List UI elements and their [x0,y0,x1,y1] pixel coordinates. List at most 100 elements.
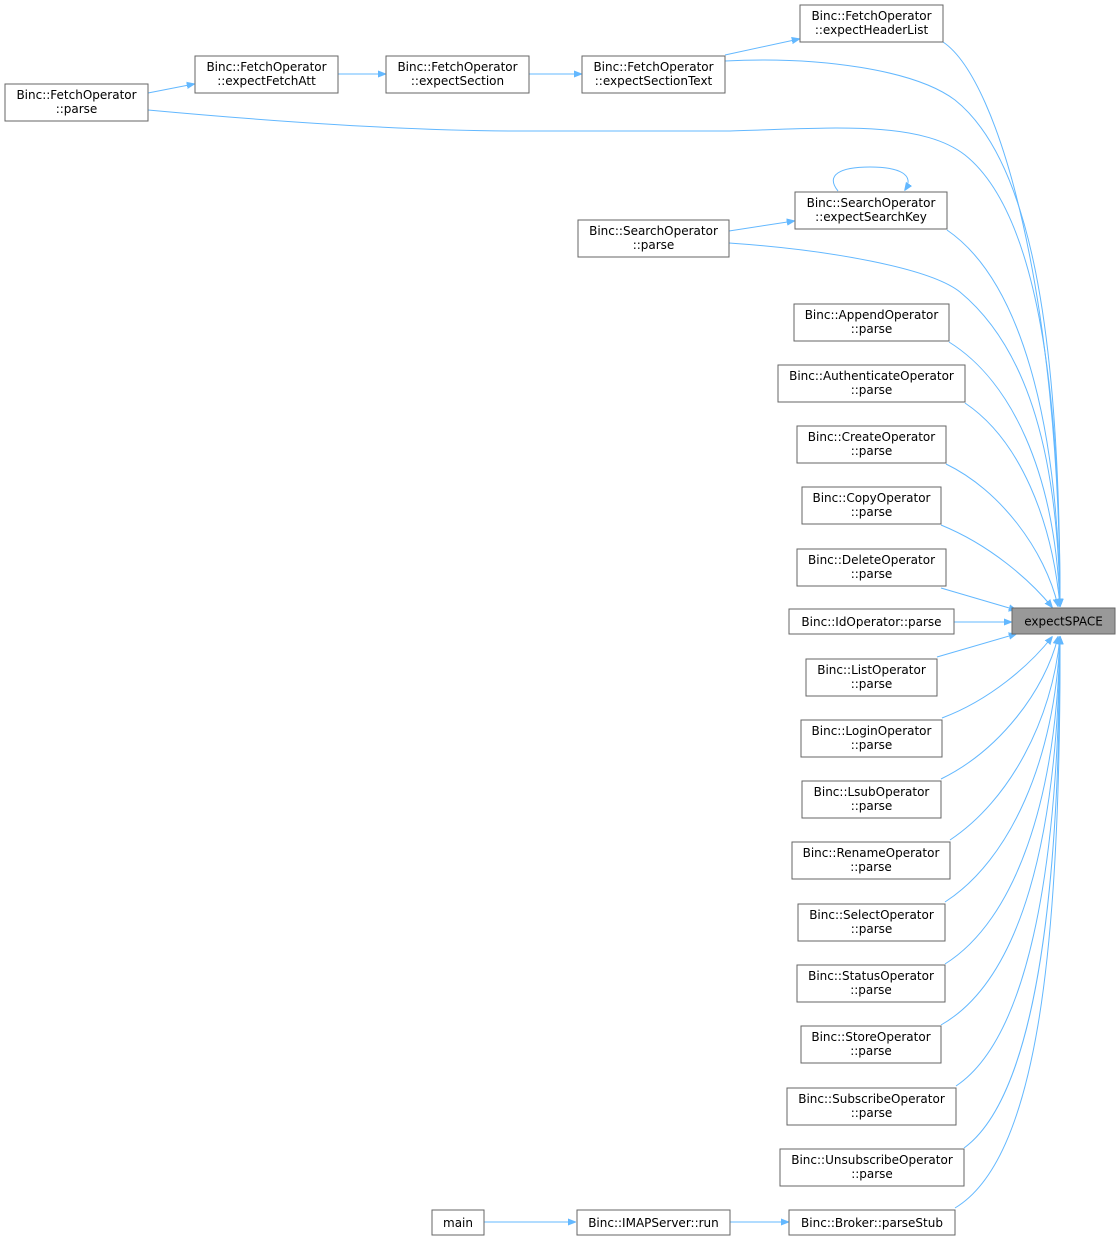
node-unsubscribe-parse[interactable]: Binc::UnsubscribeOperator ::parse [779,1148,965,1187]
node-lsub-parse[interactable]: Binc::LsubOperator ::parse [801,780,942,819]
node-label-line-1: Binc::LsubOperator [814,785,930,799]
nodes: expectSPACE Binc::FetchOperator ::expect… [4,4,1116,1236]
node-main[interactable]: main [431,1209,485,1236]
node-label-line-2: ::expectFetchAtt [217,74,316,88]
node-label-line-2: ::expectSearchKey [815,210,927,224]
node-label-line-1: Binc::LoginOperator [812,724,932,738]
node-label-line-2: ::parse [850,1044,892,1058]
node-label-line-1: Binc::CreateOperator [808,430,936,444]
node-label-line-1: Binc::SearchOperator [807,196,936,210]
node-subscribe-parse[interactable]: Binc::SubscribeOperator ::parse [786,1087,957,1126]
node-status-parse[interactable]: Binc::StatusOperator ::parse [796,964,946,1003]
node-label-line-1: Binc::FetchOperator [811,9,931,23]
node-delete-parse[interactable]: Binc::DeleteOperator ::parse [796,548,947,587]
node-label-line-1: Binc::AuthenticateOperator [789,369,954,383]
edge-select-parse-to-expectspace [944,637,1060,903]
edge-search-parse-to-search-key [728,221,794,232]
edge-login-parse-to-expectspace [941,637,1052,719]
node-store-parse[interactable]: Binc::StoreOperator ::parse [800,1025,942,1064]
node-label-line-1: Binc::CopyOperator [812,491,930,505]
node-list-parse[interactable]: Binc::ListOperator ::parse [805,658,938,697]
node-label: main [443,1216,473,1230]
node-label-line-1: Binc::StatusOperator [808,969,934,983]
edge-create-parse-to-expectspace [945,463,1058,606]
node-imapserver-run[interactable]: Binc::IMAPServer::run [576,1209,731,1236]
node-copy-parse[interactable]: Binc::CopyOperator ::parse [801,486,942,525]
node-fetch-expectfetchatt[interactable]: Binc::FetchOperator ::expectFetchAtt [194,55,339,94]
node-broker-parsestub[interactable]: Binc::Broker::parseStub [788,1209,956,1236]
node-expectspace[interactable]: expectSPACE [1011,607,1116,635]
edge-fetch-headerlist-to-expectspace [942,41,1060,606]
edge-delete-parse-to-expectspace [940,587,1016,610]
edge-fetch-sectiontext-to-expectspace [724,59,1060,606]
node-label-line-2: ::parse [851,505,893,519]
node-label-line-2: ::expectSectionText [595,74,713,88]
node-label-line-2: ::expectHeaderList [815,23,929,37]
edge-lsub-parse-to-expectspace [940,637,1058,780]
node-label-line-2: ::expectSection [411,74,504,88]
node-label-line-1: Binc::SearchOperator [589,224,718,238]
edge-subscribe-parse-to-expectspace [955,637,1060,1087]
node-label-line-2: ::parse [851,677,893,691]
edge-unsubscribe-parse-to-expectspace [963,637,1060,1149]
node-label-line-2: ::parse [850,983,892,997]
edge-auth-parse-to-expectspace [964,402,1060,606]
node-label-line-2: ::parse [851,322,893,336]
node-create-parse[interactable]: Binc::CreateOperator ::parse [796,425,947,464]
node-label-line-1: Binc::FetchOperator [16,88,136,102]
edge-status-parse-to-expectspace [944,637,1060,965]
node-label: Binc::IdOperator::parse [801,615,941,629]
edge-search-key-to-expectspace [946,229,1060,606]
node-select-parse[interactable]: Binc::SelectOperator ::parse [797,903,946,942]
node-id-parse[interactable]: Binc::IdOperator::parse [788,608,955,635]
edge-fetch-parse-to-fetchatt [147,84,194,94]
node-label-line-1: Binc::ListOperator [817,663,926,677]
node-authenticate-parse[interactable]: Binc::AuthenticateOperator ::parse [777,364,966,403]
node-label-line-2: ::parse [851,1167,893,1181]
node-label-line-2: ::parse [851,567,893,581]
node-label-line-2: ::parse [851,922,893,936]
edge-copy-parse-to-expectspace [940,524,1052,607]
edge-broker-parsestub-to-expectspace [954,637,1060,1209]
node-label: Binc::IMAPServer::run [588,1216,719,1230]
node-label: expectSPACE [1024,615,1103,629]
node-fetch-expectsectiontext[interactable]: Binc::FetchOperator ::expectSectionText [581,55,726,94]
node-label-line-2: ::parse [851,1106,893,1120]
node-label-line-2: ::parse [850,860,892,874]
node-label-line-2: ::parse [633,238,675,252]
node-label-line-1: Binc::DeleteOperator [808,553,935,567]
node-label-line-1: Binc::AppendOperator [805,308,939,322]
edge-rename-parse-to-expectspace [949,637,1060,841]
node-label-line-1: Binc::RenameOperator [803,846,940,860]
edge-fetch-parse-to-expectspace [147,109,1060,606]
node-search-expectsearchkey[interactable]: Binc::SearchOperator ::expectSearchKey [794,191,948,230]
node-append-parse[interactable]: Binc::AppendOperator ::parse [793,303,950,342]
node-label-line-1: Binc::UnsubscribeOperator [791,1153,953,1167]
edge-fetch-sectiontext-to-headerlist [724,39,799,56]
node-label-line-2: ::parse [851,444,893,458]
node-label-line-1: Binc::FetchOperator [206,60,326,74]
node-label: Binc::Broker::parseStub [801,1216,943,1230]
node-login-parse[interactable]: Binc::LoginOperator ::parse [800,719,943,758]
node-search-parse[interactable]: Binc::SearchOperator ::parse [577,219,730,258]
node-rename-parse[interactable]: Binc::RenameOperator ::parse [791,841,951,880]
edge-search-parse-to-expectspace [728,242,1060,606]
node-label-line-1: Binc::FetchOperator [397,60,517,74]
node-label-line-2: ::parse [851,799,893,813]
node-label-line-1: Binc::FetchOperator [593,60,713,74]
node-label-line-2: ::parse [56,102,98,116]
edge-store-parse-to-expectspace [940,637,1060,1026]
node-label-line-2: ::parse [851,383,893,397]
edge-append-parse-to-expectspace [948,341,1060,606]
node-label-line-1: Binc::SelectOperator [809,908,934,922]
node-label-line-2: ::parse [851,738,893,752]
node-label-line-1: Binc::StoreOperator [811,1030,930,1044]
node-fetch-parse[interactable]: Binc::FetchOperator ::parse [4,83,149,122]
edge-search-key-self-loop [832,166,908,191]
node-fetch-expectheaderlist[interactable]: Binc::FetchOperator ::expectHeaderList [799,4,944,43]
edge-list-parse-to-expectspace [936,634,1016,658]
node-label-line-1: Binc::SubscribeOperator [798,1092,945,1106]
node-fetch-expectsection[interactable]: Binc::FetchOperator ::expectSection [385,55,530,94]
edges [147,39,1060,1222]
